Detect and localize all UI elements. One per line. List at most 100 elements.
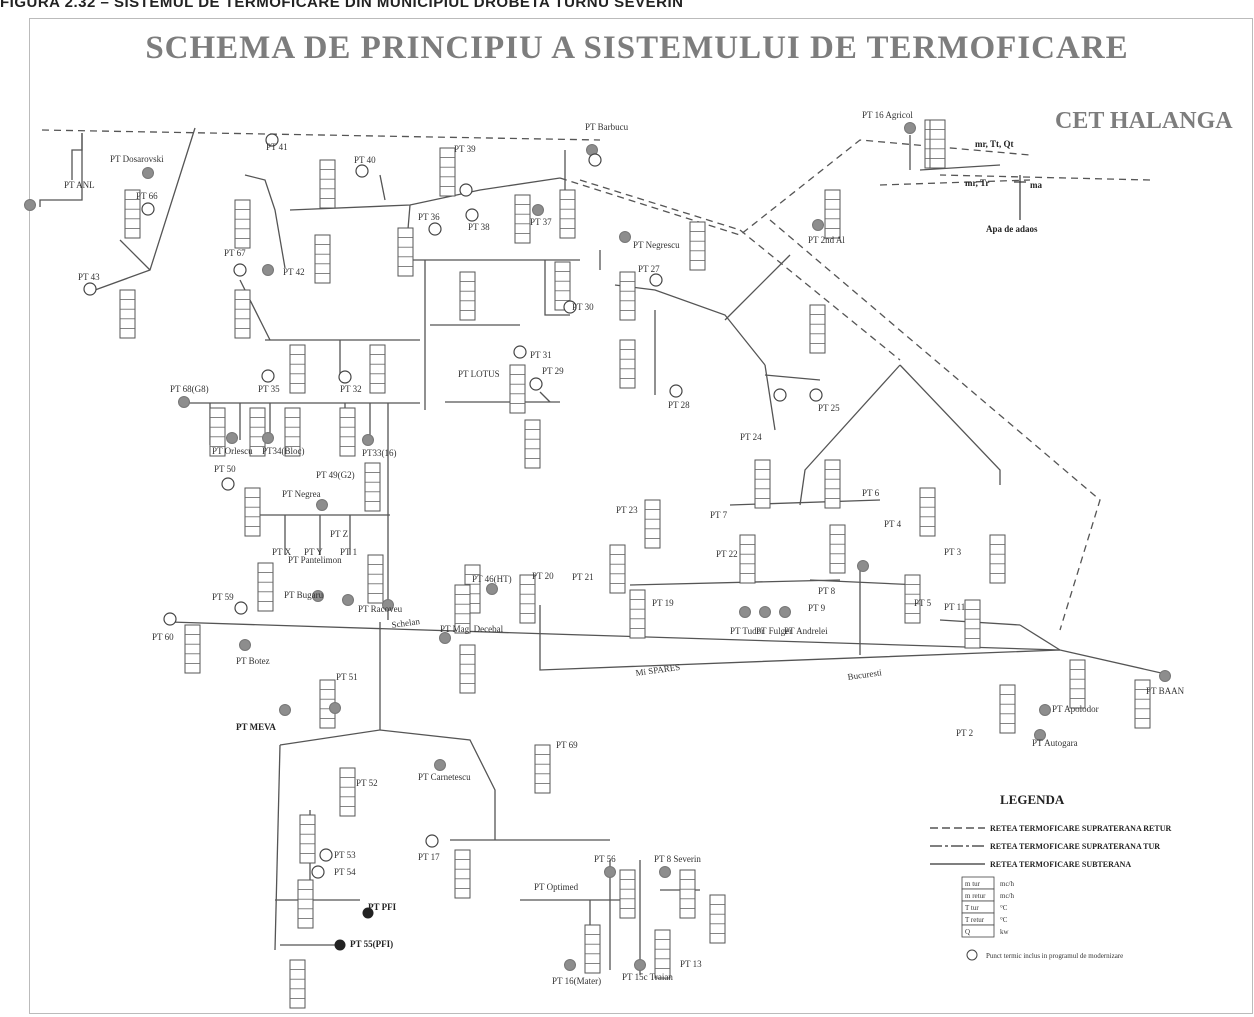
pt-data-box: [609, 544, 626, 594]
legend-circle-icon: [966, 949, 978, 961]
substation-circle: [809, 388, 823, 402]
substation-circle: [428, 222, 442, 236]
substation-circle: [513, 345, 527, 359]
pt-data-box: [299, 814, 316, 864]
node-label: PT 21: [572, 572, 594, 582]
node-label: PT Orlescu: [212, 446, 253, 456]
node-label: PT 38: [468, 222, 490, 232]
pt-data-box: [809, 304, 826, 354]
substation-dot: [857, 560, 869, 572]
node-label: PT 50: [214, 464, 236, 474]
pt-data-box: [209, 407, 226, 457]
legend-table-unit: mc/h: [1000, 880, 1014, 888]
node-label: PT 11: [944, 602, 965, 612]
node-label: PT 30: [572, 302, 594, 312]
substation-dot: [604, 866, 616, 878]
substation-dot: [1034, 729, 1046, 741]
substation-dot: [329, 702, 341, 714]
node-label: PT 59: [212, 592, 234, 602]
pt-data-box: [454, 584, 471, 634]
node-label: PT Bugaru: [284, 590, 324, 600]
node-label: PT 13: [680, 959, 702, 969]
pt-data-box: [919, 487, 936, 537]
node-label: PT 3: [944, 547, 962, 557]
node-label: PT 19: [652, 598, 674, 608]
pt-data-box: [244, 487, 261, 537]
legend-table-cell: m tur: [965, 880, 981, 888]
node-label: PT X: [272, 547, 292, 557]
pt-data-box: [619, 869, 636, 919]
pt-data-box: [289, 959, 306, 1009]
pt-data-box: [629, 589, 646, 639]
node-label: PT Negrescu: [633, 240, 680, 250]
node-label: PT 56: [594, 854, 616, 864]
node-label: PT 9: [808, 603, 826, 613]
node-label: PT 51: [336, 672, 358, 682]
pt-data-box: [454, 849, 471, 899]
node-label: PT Autogara: [1032, 738, 1078, 748]
node-label: PT 20: [532, 571, 554, 581]
pt-data-box: [439, 147, 456, 197]
node-label: PT 1: [340, 547, 357, 557]
pt-data-box: [319, 159, 336, 209]
substation-dot: [1039, 704, 1051, 716]
pt-data-box: [1134, 679, 1151, 729]
pt-data-box: [234, 289, 251, 339]
pt-data-box: [509, 364, 526, 414]
pt-data-box: [654, 929, 671, 979]
substation-dot: [739, 606, 751, 618]
substation-dot: [634, 959, 646, 971]
pt-data-box: [554, 261, 571, 311]
substation-dot: [659, 866, 671, 878]
node-label: PT 68(G8): [170, 384, 209, 394]
source-note: Apa de adaos: [986, 224, 1038, 234]
node-label: PT 24: [740, 432, 762, 442]
pt-data-box: [367, 554, 384, 604]
node-label: PT 23: [616, 505, 638, 515]
substation-dot: [342, 594, 354, 606]
legend-table-unit: °C: [1000, 916, 1008, 924]
node-label: PT LOTUS: [458, 369, 500, 379]
node-label: PT 16 Agricol: [862, 110, 913, 120]
node-label: PT 42: [283, 267, 305, 277]
legend-table-cell: T retur: [965, 916, 985, 924]
substation-dot: [812, 219, 824, 231]
pt-data-box: [514, 194, 531, 244]
node-label: PT Botez: [236, 656, 270, 666]
node-label: PT 37: [530, 217, 552, 227]
pt-data-box: [124, 189, 141, 239]
node-label: PT Y: [304, 547, 323, 557]
pt-data-box: [584, 924, 601, 974]
node-label: PT Andrelei: [784, 626, 828, 636]
node-label: PT 16(Mater): [552, 976, 601, 986]
substation-dot: [316, 499, 328, 511]
handwritten-note: Schelan: [391, 616, 421, 630]
node-label: PT 5: [914, 598, 932, 608]
legend-line-label: RETEA TERMOFICARE SUPRATERANA TUR: [990, 842, 1160, 851]
node-label: PT 41: [266, 142, 288, 152]
substation-dot: [279, 704, 291, 716]
pt-data-box: [1069, 659, 1086, 709]
substation-circle: [234, 601, 248, 615]
node-label: PT 36: [418, 212, 440, 222]
node-label: PT 22: [716, 549, 738, 559]
node-label: PT 39: [454, 144, 476, 154]
pt-data-box: [824, 459, 841, 509]
node-label: PT Tudor: [730, 626, 764, 636]
pt-data-box: [119, 289, 136, 339]
pt-data-box: [679, 869, 696, 919]
pt-data-box: [524, 419, 541, 469]
substation-dot: [262, 432, 274, 444]
node-label: PT 28: [668, 400, 690, 410]
legend-table-unit: °C: [1000, 904, 1008, 912]
legend-table-cell: Q: [965, 928, 970, 936]
pt-data-box: [929, 119, 946, 169]
pt-data-box: [297, 879, 314, 929]
node-label: PT Optimed: [534, 882, 579, 892]
substation-circle: [588, 153, 602, 167]
source-note: mr, Tt, Qt: [975, 139, 1014, 149]
substation-circle: [649, 273, 663, 287]
pt-data-box: [644, 499, 661, 549]
